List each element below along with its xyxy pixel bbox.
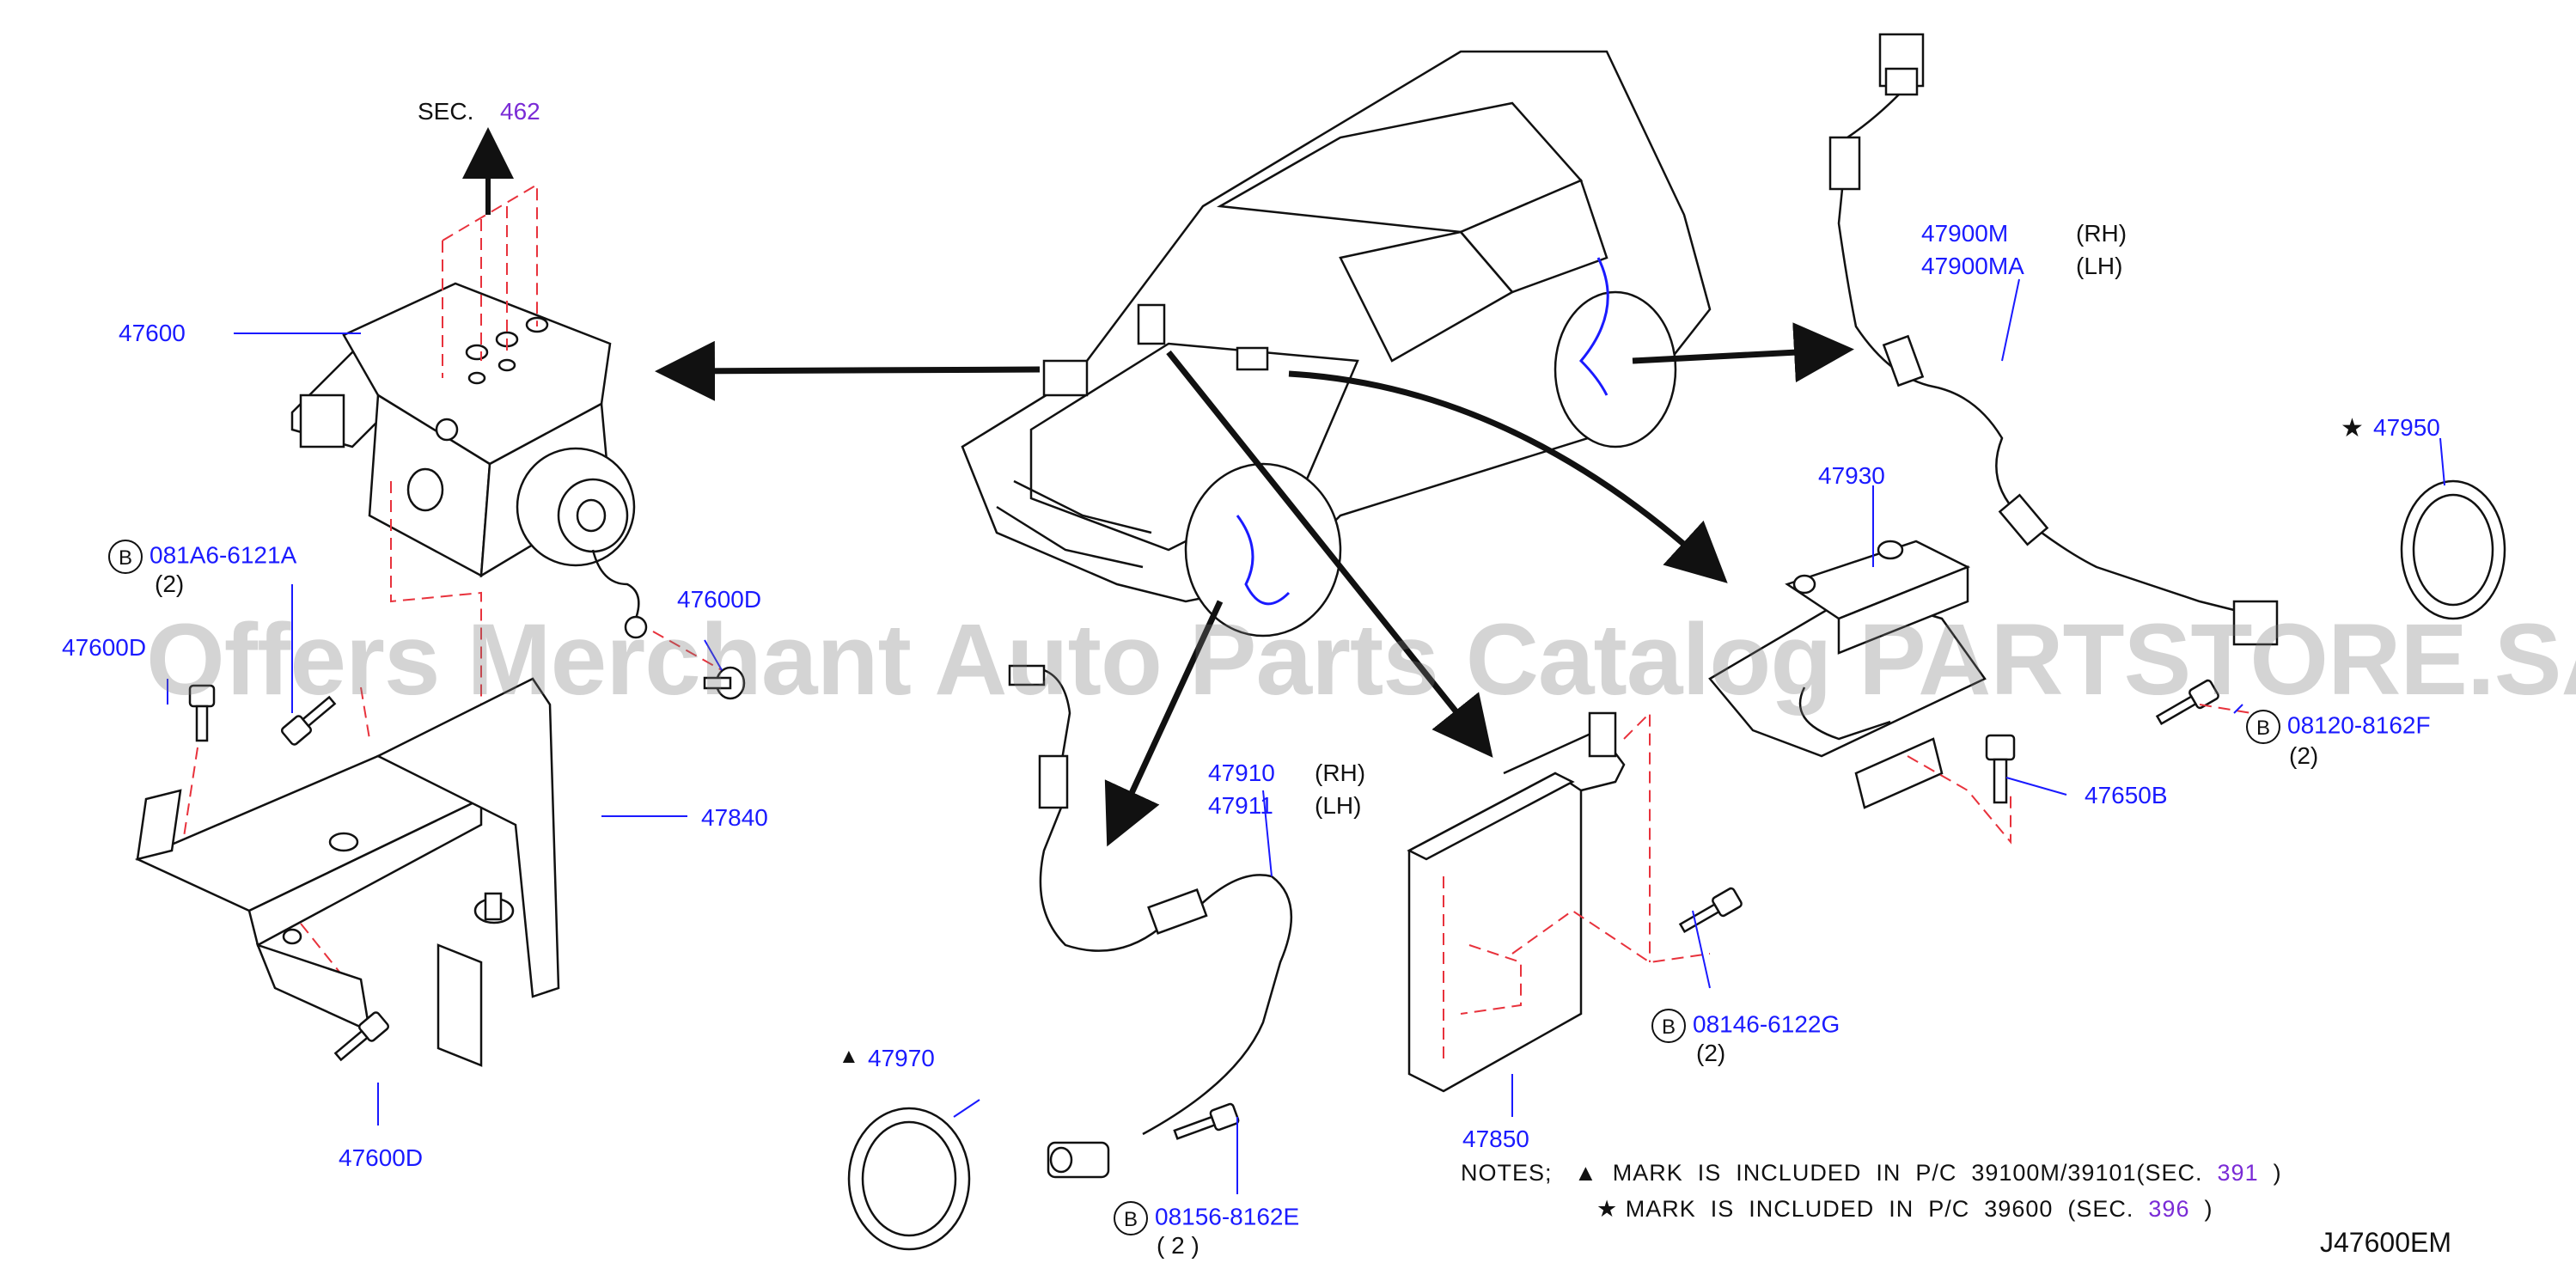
leader-lines — [167, 278, 2445, 1194]
watermark: Offers Merchant Auto Parts Catalog PARTS… — [146, 603, 2576, 717]
part-47970[interactable]: 47970 — [868, 1045, 935, 1071]
g-sensor-guide-lines — [1907, 704, 2252, 845]
qty-081A6: (2) — [155, 570, 185, 597]
notes-line-1: NOTES; ▲ MARK IS INCLUDED IN P/C 39100M/… — [1461, 1162, 2282, 1185]
side-47900M: (RH) — [2076, 220, 2127, 247]
side-47911: (LH) — [1315, 792, 1362, 819]
triangle-mark-icon: ▲ — [1574, 1160, 1598, 1186]
part-08120-8162F: 08120-8162F — [2287, 711, 2431, 739]
part-47600D-left[interactable]: 47600D — [62, 634, 147, 661]
notes-line-1-close: ) — [2273, 1160, 2282, 1186]
ecu-guide-lines — [1443, 711, 1711, 1065]
part-47600D-mid[interactable]: 47600D — [677, 586, 762, 613]
actuator-guide-lines — [180, 183, 723, 989]
star-mark-icon: ★ — [1596, 1196, 1619, 1222]
part-47950[interactable]: 47950 — [2373, 414, 2440, 441]
bolt-b-icon: B — [1651, 1009, 1686, 1043]
g-sensor-47930 — [1708, 540, 1987, 809]
bolt-b-icon: B — [2246, 710, 2280, 744]
side-47910: (RH) — [1315, 760, 1366, 786]
bolt-callout-08156[interactable]: B 08156-8162E — [1114, 1201, 1299, 1235]
abs-actuator-unit — [290, 282, 648, 639]
wheel-sensor-highlights — [1236, 257, 1609, 606]
triangle-mark-icon: ▲ — [839, 1045, 859, 1068]
qty-08120: (2) — [2289, 742, 2319, 769]
qty-08156: ( 2 ) — [1157, 1232, 1199, 1259]
notes-line-1-text: MARK IS INCLUDED IN P/C 39100M/39101(SEC… — [1612, 1160, 2203, 1186]
vehicle-outline — [961, 50, 1712, 638]
part-47600D-bottom[interactable]: 47600D — [339, 1144, 424, 1171]
notes-line-2-text: MARK IS INCLUDED IN P/C 39600 (SEC. — [1625, 1196, 2134, 1222]
notes-line-2: ★ MARK IS INCLUDED IN P/C 39600 (SEC. 39… — [1596, 1198, 2213, 1221]
sensor-ring-47970 — [847, 1107, 971, 1251]
part-47900MA[interactable]: 47900MA — [1921, 253, 2024, 279]
diagram-code: J47600EM — [2320, 1227, 2451, 1258]
part-08146-6122G: 08146-6122G — [1693, 1010, 1840, 1038]
part-47650B[interactable]: 47650B — [2085, 782, 2168, 808]
star-mark-icon: ★ — [2341, 414, 2364, 442]
part-47930[interactable]: 47930 — [1818, 462, 1885, 489]
rear-wheel-sensor — [1828, 33, 2279, 646]
part-081A6-6121A: 081A6-6121A — [150, 541, 297, 569]
side-47900MA: (LH) — [2076, 253, 2123, 279]
notes-prefix: NOTES; — [1461, 1160, 1553, 1186]
bolts — [188, 666, 2219, 1140]
part-47850[interactable]: 47850 — [1462, 1126, 1529, 1152]
part-47900M[interactable]: 47900M — [1921, 220, 2009, 247]
qty-08146: (2) — [1696, 1040, 1726, 1066]
part-08156-8162E: 08156-8162E — [1155, 1203, 1300, 1230]
ecu-module — [1407, 711, 1626, 1093]
part-47910[interactable]: 47910 — [1208, 760, 1275, 786]
sec-link-396[interactable]: 396 — [2148, 1196, 2190, 1222]
sensor-ring-47950 — [2400, 479, 2506, 620]
notes-line-2-close: ) — [2204, 1196, 2213, 1222]
bolt-b-icon: B — [108, 540, 143, 574]
bolt-b-icon: B — [1114, 1201, 1148, 1235]
bracket-47840 — [134, 677, 560, 1067]
part-47600[interactable]: 47600 — [119, 320, 186, 346]
sec-prefix: SEC. — [418, 98, 474, 125]
front-wheel-sensor — [1008, 664, 1293, 1179]
part-47840[interactable]: 47840 — [701, 804, 768, 831]
sec-link-462[interactable]: 462 — [500, 98, 540, 125]
sec-link-391[interactable]: 391 — [2217, 1160, 2259, 1186]
part-47911[interactable]: 47911 — [1208, 792, 1273, 819]
callout-arrows — [655, 322, 1854, 847]
